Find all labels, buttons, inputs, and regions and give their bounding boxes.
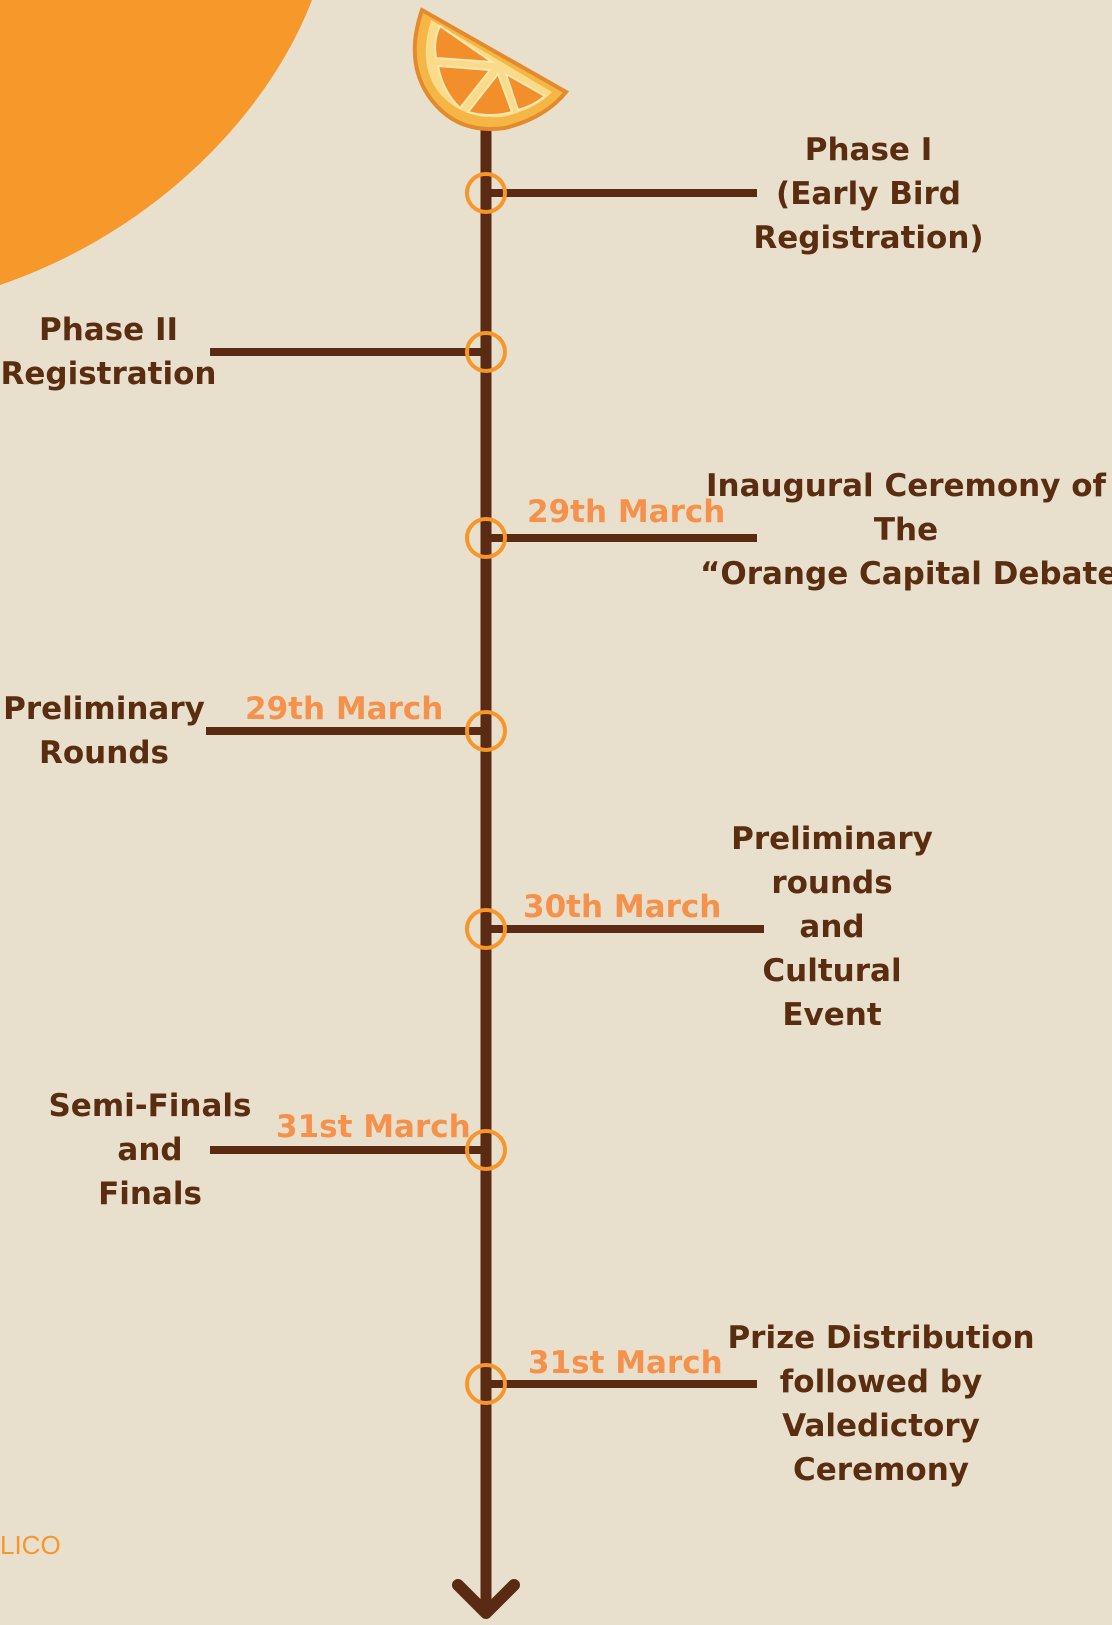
- event-date-preliminary: 29th March: [245, 691, 444, 727]
- event-label-prize: Prize Distribution followed by Valedicto…: [727, 1320, 1035, 1488]
- event-date-finals: 31st March: [276, 1109, 471, 1145]
- event-label-phase-1: Phase I (Early Bird Registration): [753, 132, 984, 256]
- event-date-cultural: 30th March: [523, 889, 722, 925]
- footer-text: LICO: [0, 1530, 61, 1560]
- arrow-down-icon: [452, 1579, 520, 1619]
- milestone-circle-5: [465, 1129, 507, 1171]
- milestone-circle-3: [465, 710, 507, 752]
- event-label-preliminary: Preliminary Rounds: [3, 691, 205, 771]
- event-date-inaugural: 29th March: [527, 494, 726, 530]
- event-label-cultural: Preliminary rounds and Cultural Event: [731, 821, 933, 1033]
- milestone-circle-6: [465, 1363, 507, 1405]
- event-label-phase-2: Phase II Registration: [0, 312, 217, 392]
- milestone-circle-0: [465, 172, 507, 214]
- milestone-circle-1: [465, 331, 507, 373]
- event-label-finals: Semi-Finals and Finals: [48, 1088, 252, 1212]
- sun-shape: [0, 0, 312, 285]
- milestone-circle-2: [465, 517, 507, 559]
- event-date-prize: 31st March: [528, 1345, 723, 1381]
- event-label-inaugural: Inaugural Ceremony of The “Orange Capita…: [700, 468, 1112, 592]
- orange-slice-icon: [412, 7, 570, 131]
- milestone-circle-4: [465, 908, 507, 950]
